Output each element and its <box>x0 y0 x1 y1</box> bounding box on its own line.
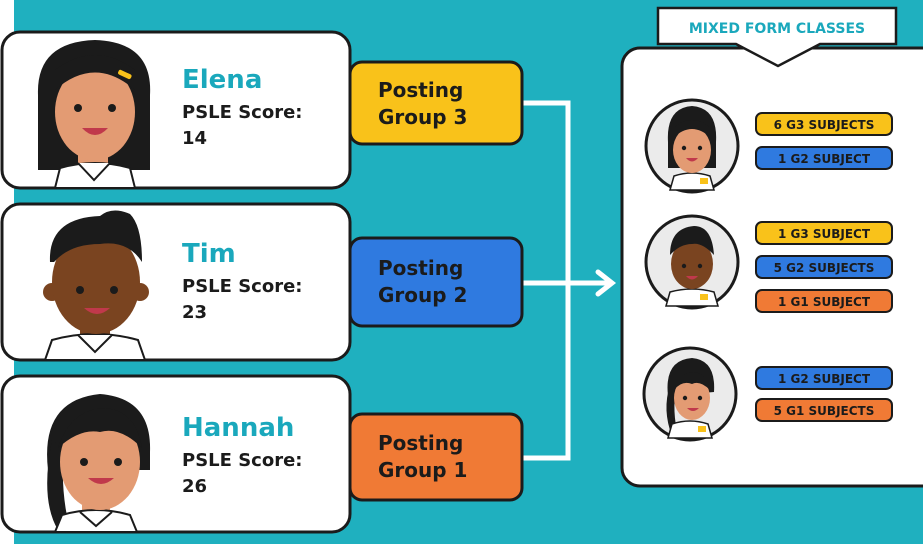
posting-group-3-box: Posting Group 3 <box>348 60 524 146</box>
subject-badge <box>755 221 893 245</box>
student-card-tim: Tim PSLE Score: 23 <box>0 202 352 362</box>
student-card-elena: Elena PSLE Score: 14 <box>0 30 352 190</box>
student-name: Elena <box>182 65 262 95</box>
panel-title-banner <box>656 6 898 68</box>
student-card-hannah: Hannah PSLE Score: 26 <box>0 374 352 534</box>
subject-badges-row-1: 6 G3 SUBJECTS 1 G2 SUBJECT <box>755 112 893 170</box>
panel-title: MIXED FORM CLASSES <box>689 21 865 37</box>
subject-badge-text: 6 G3 SUBJECTS <box>774 118 875 132</box>
avatar-elena <box>37 40 151 189</box>
subject-badge-text: 1 G1 SUBJECT <box>778 295 871 309</box>
psle-score-value: 23 <box>182 302 207 323</box>
posting-group-2-box: Posting Group 2 <box>348 236 524 328</box>
subject-badge-text: 5 G2 SUBJECTS <box>774 261 875 275</box>
subject-badge <box>755 289 893 313</box>
subject-badge-text: 1 G2 SUBJECT <box>778 372 871 386</box>
psle-score-value: 26 <box>182 476 207 497</box>
subject-badge <box>755 112 893 136</box>
posting-group-line2: Group 1 <box>378 458 467 482</box>
posting-group-line1: Posting <box>378 256 463 280</box>
avatar-hannah <box>47 394 151 533</box>
student-name: Hannah <box>182 413 294 443</box>
mixed-form-classes-panel: MIXED FORM CLASSES <box>620 6 923 488</box>
subject-badges-row-2: 1 G3 SUBJECT 5 G2 SUBJECTS 1 G1 SUBJECT <box>755 221 893 313</box>
subject-badge <box>755 366 893 390</box>
subject-badge <box>755 398 893 422</box>
psle-score-label: PSLE Score: <box>182 450 302 471</box>
psle-score-label: PSLE Score: <box>182 102 302 123</box>
subject-badge-text: 1 G3 SUBJECT <box>778 227 871 241</box>
psle-score-value: 14 <box>182 128 207 149</box>
connector-lines <box>519 100 617 461</box>
student-name: Tim <box>182 239 236 269</box>
avatar-tim-small <box>644 214 740 310</box>
subject-badge <box>755 255 893 279</box>
posting-group-line1: Posting <box>378 78 463 102</box>
subject-badge <box>755 146 893 170</box>
posting-group-line2: Group 3 <box>378 105 467 129</box>
posting-group-line2: Group 2 <box>378 283 467 307</box>
avatar-tim <box>43 210 149 361</box>
subject-badge-text: 1 G2 SUBJECT <box>778 152 871 166</box>
subject-badges-row-3: 1 G2 SUBJECT 5 G1 SUBJECTS <box>755 366 893 422</box>
avatar-elena-small <box>644 98 740 194</box>
avatar-hannah-small <box>642 346 738 442</box>
psle-score-label: PSLE Score: <box>182 276 302 297</box>
posting-group-1-box: Posting Group 1 <box>348 412 524 502</box>
subject-badge-text: 5 G1 SUBJECTS <box>774 404 875 418</box>
posting-group-line1: Posting <box>378 431 463 455</box>
